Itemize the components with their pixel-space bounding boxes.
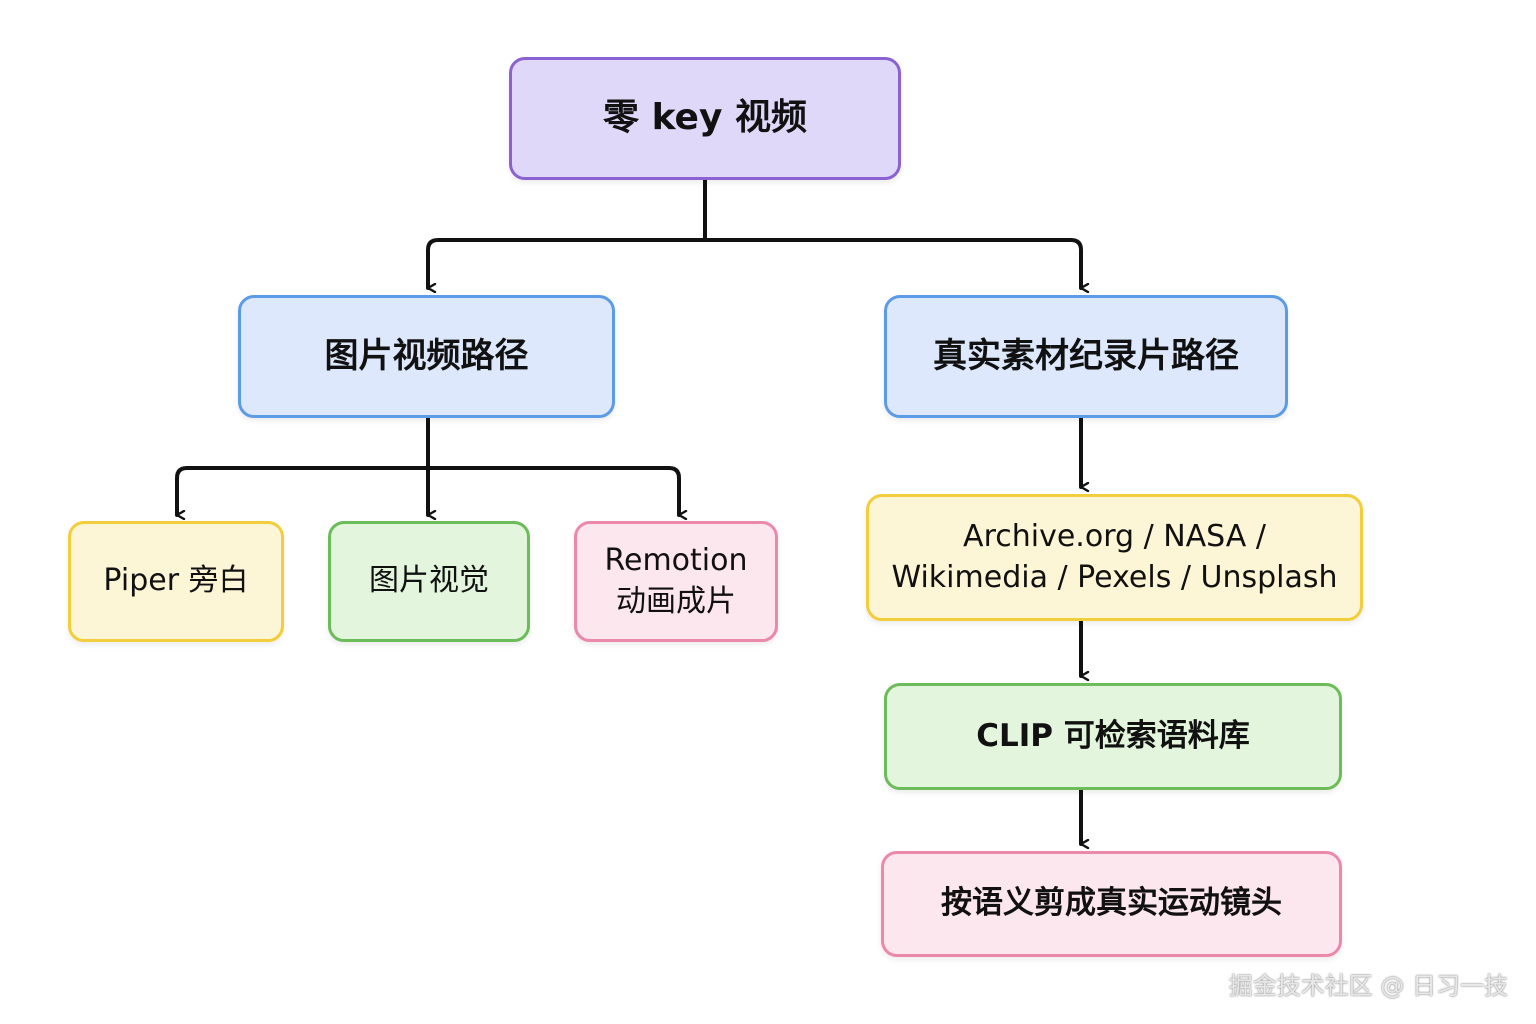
edge-image-path-to-remotion (426, 466, 679, 515)
node-remotion-label: Remotion 动画成片 (604, 543, 748, 619)
node-piper-narration-label: Piper 旁白 (103, 563, 249, 599)
node-image-visual-label: 图片视觉 (369, 563, 489, 599)
node-semantic-cut-label: 按语义剪成真实运动镜头 (941, 885, 1282, 922)
node-remotion: Remotion 动画成片 (574, 521, 778, 642)
node-real-footage-path: 真实素材纪录片路径 (884, 295, 1288, 418)
node-root-label: 零 key 视频 (603, 97, 807, 139)
node-clip-corpus: CLIP 可检索语料库 (884, 683, 1342, 790)
edge-image-path-to-piper (175, 416, 430, 515)
node-image-visual: 图片视觉 (328, 521, 530, 642)
node-clip-corpus-label: CLIP 可检索语料库 (976, 717, 1250, 754)
watermark: 掘金技术社区 @ 日习一技 (1228, 972, 1508, 1000)
edge-root-to-image-path (426, 178, 707, 288)
node-root: 零 key 视频 (509, 57, 901, 180)
node-real-footage-path-label: 真实素材纪录片路径 (933, 335, 1239, 376)
node-image-video-path: 图片视频路径 (238, 295, 615, 418)
edge-root-to-real-path (703, 238, 1081, 288)
node-footage-sources-label: Archive.org / NASA / Wikimedia / Pexels … (891, 519, 1338, 595)
node-image-video-path-label: 图片视频路径 (324, 335, 529, 376)
node-footage-sources: Archive.org / NASA / Wikimedia / Pexels … (866, 494, 1363, 621)
node-semantic-cut: 按语义剪成真实运动镜头 (881, 851, 1342, 957)
node-piper-narration: Piper 旁白 (68, 521, 284, 642)
